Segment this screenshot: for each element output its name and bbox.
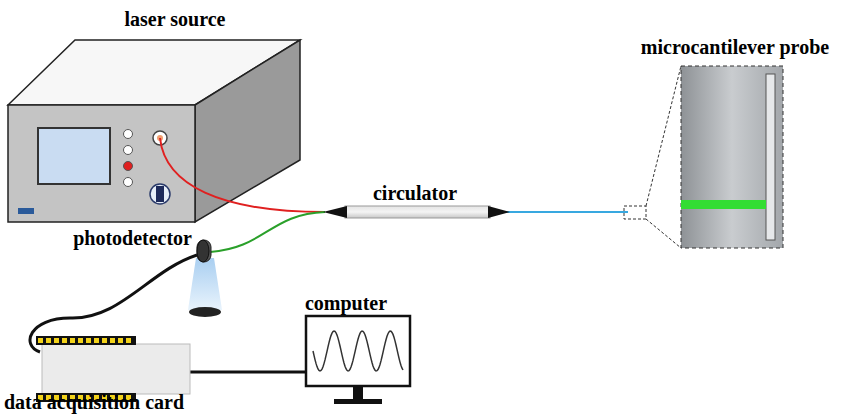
cantilever-end-face xyxy=(766,74,775,240)
box-front xyxy=(8,105,195,222)
circulator-port xyxy=(488,206,510,218)
device-label: circulator xyxy=(373,182,457,204)
red-fiber xyxy=(160,138,325,212)
device-label: data acquisition card xyxy=(4,391,184,413)
key-switch xyxy=(150,184,170,204)
zoom-line xyxy=(646,219,681,248)
key xyxy=(156,186,164,202)
pin-header xyxy=(36,336,136,345)
probe-marker xyxy=(624,206,646,219)
daq-board xyxy=(42,344,190,394)
button xyxy=(124,162,133,171)
button xyxy=(124,146,133,155)
laser-source-box xyxy=(8,40,300,222)
pin xyxy=(126,338,131,343)
pin xyxy=(94,338,99,343)
circulator-port xyxy=(323,206,347,218)
pin xyxy=(110,338,115,343)
device-label: photodetector xyxy=(73,227,192,249)
device-label: laser source xyxy=(125,8,226,30)
pin xyxy=(38,338,43,343)
fiber-core xyxy=(681,200,766,209)
detector-base xyxy=(189,307,221,317)
light-beam xyxy=(188,258,222,310)
detector-face xyxy=(197,240,209,262)
device-label: computer xyxy=(305,292,387,314)
monitor-stand xyxy=(334,399,382,404)
monitor-neck xyxy=(353,386,363,400)
monitor xyxy=(306,316,410,386)
sine-wave xyxy=(313,331,403,371)
pin xyxy=(54,338,59,343)
blue-fiber xyxy=(505,211,628,213)
button xyxy=(124,130,133,139)
pin xyxy=(70,338,75,343)
indicator xyxy=(18,208,34,214)
screen xyxy=(38,128,110,184)
pin xyxy=(62,338,67,343)
detector-body xyxy=(197,240,211,262)
pin xyxy=(86,338,91,343)
pin xyxy=(118,338,123,343)
pin xyxy=(46,338,51,343)
green-fiber xyxy=(210,212,325,252)
circulator-body xyxy=(345,206,490,218)
pin xyxy=(78,338,83,343)
button xyxy=(124,178,133,187)
pin xyxy=(102,338,107,343)
usb-cable xyxy=(190,371,306,374)
zoom-view xyxy=(681,66,783,248)
pin-row xyxy=(38,338,131,400)
signal-cable xyxy=(30,255,197,352)
zoom-line xyxy=(646,66,681,206)
device-label: microcantilever probe xyxy=(641,36,829,58)
